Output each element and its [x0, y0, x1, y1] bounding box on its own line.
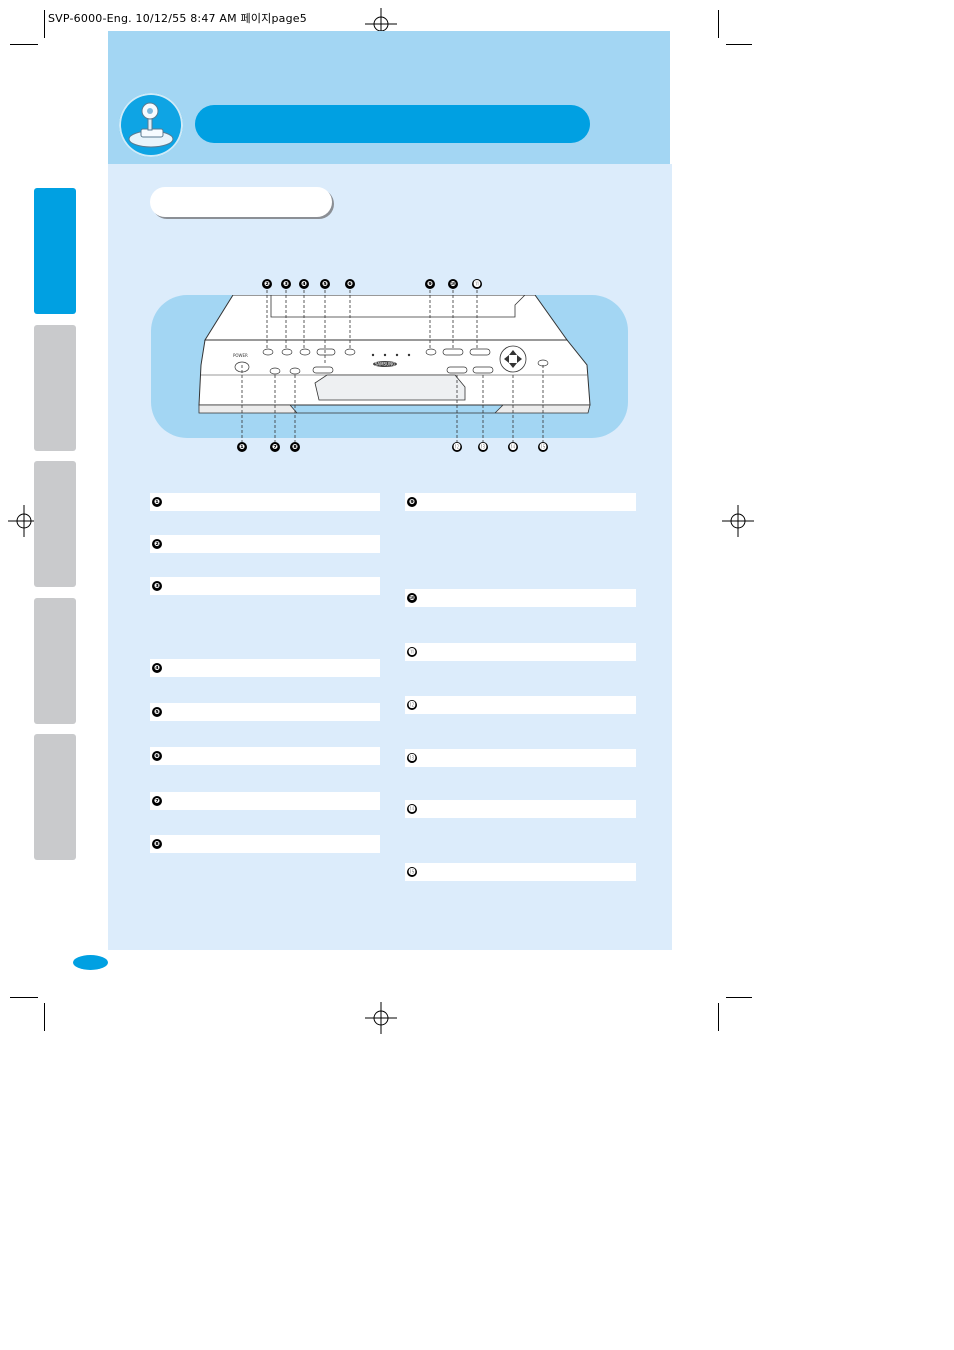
- content-panel: [108, 164, 672, 950]
- page-number-badge: [73, 955, 108, 970]
- legend-item-9: ❾: [405, 493, 636, 511]
- front-panel-illustration: SAMSUNG POWER: [198, 295, 591, 414]
- callout-15: ⓯: [538, 442, 548, 452]
- legend-number: ❸: [152, 581, 162, 591]
- legend-number: ❹: [152, 663, 162, 673]
- legend-item-8: ❽: [150, 835, 380, 853]
- registration-mark-bottom: [365, 1002, 397, 1034]
- legend-number: ⓮: [407, 804, 417, 814]
- legend-number: ❶: [152, 497, 162, 507]
- legend-item-10: ❿: [405, 589, 636, 607]
- legend-item-3: ❸: [150, 577, 380, 595]
- legend-number: ⓫: [407, 647, 417, 657]
- crop-mark: [726, 44, 752, 45]
- callout-13: ⓭: [478, 442, 488, 452]
- sidebar-tab-4[interactable]: [34, 598, 76, 724]
- callout-12: ⓬: [452, 442, 462, 452]
- legend-number: ⓯: [407, 867, 417, 877]
- callout-7: ❼: [270, 442, 280, 452]
- callout-6: ❻: [345, 279, 355, 289]
- header-band: [108, 31, 670, 164]
- callout-11: ⓫: [472, 279, 482, 289]
- legend-item-13: ⓭: [405, 749, 636, 767]
- legend-item-4: ❹: [150, 659, 380, 677]
- sidebar-tab-1[interactable]: [34, 188, 76, 314]
- crop-mark: [726, 997, 752, 998]
- registration-mark-right: [722, 505, 754, 537]
- sidebar-tab-5[interactable]: [34, 734, 76, 860]
- legend-item-6: ❻: [150, 747, 380, 765]
- callout-5: ❺: [320, 279, 330, 289]
- callout-4: ❹: [299, 279, 309, 289]
- legend-item-7: ❼: [150, 792, 380, 810]
- legend-number: ❽: [152, 839, 162, 849]
- brand-logo: SAMSUNG: [375, 362, 395, 367]
- legend-item-11: ⓫: [405, 643, 636, 661]
- crop-mark: [718, 10, 719, 38]
- sidebar-tab-2[interactable]: [34, 325, 76, 451]
- legend-number: ⓬: [407, 700, 417, 710]
- callout-14: ⓮: [508, 442, 518, 452]
- callout-9: ❾: [425, 279, 435, 289]
- legend-item-1: ❶: [150, 493, 380, 511]
- section-label-pill: [150, 187, 332, 217]
- legend-number: ⓭: [407, 753, 417, 763]
- sidebar-tab-3[interactable]: [34, 461, 76, 587]
- legend-item-14: ⓮: [405, 800, 636, 818]
- visualizer-logo-icon: [119, 93, 183, 157]
- callout-1: ❶: [237, 442, 247, 452]
- callout-2: ❷: [262, 279, 272, 289]
- callout-3: ❸: [281, 279, 291, 289]
- legend-number: ❾: [407, 497, 417, 507]
- leader-lines: [241, 290, 544, 445]
- legend-item-2: ❷: [150, 535, 380, 553]
- legend-number: ❼: [152, 796, 162, 806]
- crop-mark: [10, 997, 38, 998]
- power-label: POWER: [233, 353, 248, 358]
- legend-item-5: ❺: [150, 703, 380, 721]
- legend-item-15: ⓯: [405, 863, 636, 881]
- legend-number: ❿: [407, 593, 417, 603]
- callout-8: ❽: [290, 442, 300, 452]
- print-slug: SVP-6000-Eng. 10/12/55 8:47 AM 페이지page5: [48, 12, 307, 25]
- callout-10: ❿: [448, 279, 458, 289]
- crop-mark: [10, 44, 38, 45]
- legend-item-12: ⓬: [405, 696, 636, 714]
- crop-mark: [44, 10, 45, 38]
- legend-number: ❺: [152, 707, 162, 717]
- crop-mark: [44, 1003, 45, 1031]
- crop-mark: [718, 1003, 719, 1031]
- page-title-bar: [195, 105, 590, 143]
- legend-number: ❻: [152, 751, 162, 761]
- legend-number: ❷: [152, 539, 162, 549]
